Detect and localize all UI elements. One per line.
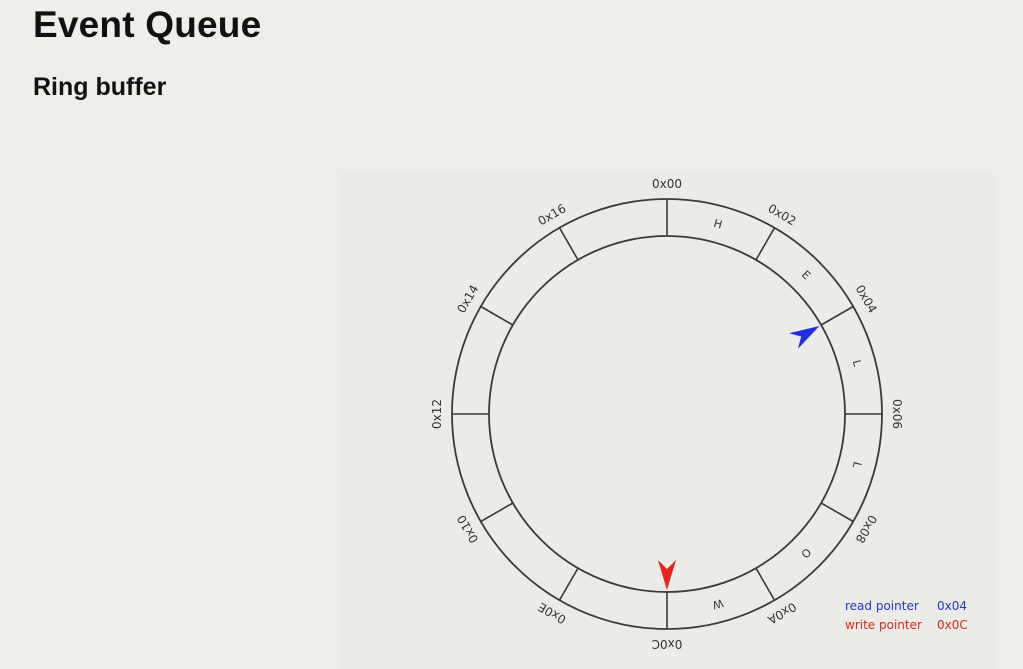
address-label: 0x08 <box>853 513 880 546</box>
ring-inner-circle <box>488 235 846 593</box>
pointer-legend: read pointer 0x04 write pointer 0x0C <box>845 597 968 635</box>
legend-read-label: read pointer <box>845 599 919 613</box>
legend-write-value: 0x0C <box>937 618 968 632</box>
slot-divider <box>755 567 776 601</box>
address-label: 0x00 <box>652 177 682 191</box>
address-label: 0x02 <box>766 201 799 228</box>
address-label: 0x10 <box>454 513 481 546</box>
legend-read-value: 0x04 <box>937 599 968 613</box>
slot-divider <box>558 567 579 601</box>
address-label: 0x0C <box>652 637 683 651</box>
slot-letter: L <box>850 358 864 368</box>
ring-outer-circle <box>451 198 883 630</box>
slot-letter: L <box>850 460 864 470</box>
read-pointer-arrow <box>788 326 820 349</box>
address-label: 0x16 <box>536 201 569 228</box>
address-label: 0x12 <box>430 399 444 429</box>
write-pointer-arrow <box>658 560 676 590</box>
address-label: 0x04 <box>853 283 880 316</box>
slot-letter: O <box>798 545 814 561</box>
address-label: 0x14 <box>454 283 481 316</box>
address-label: 0x0E <box>536 600 569 627</box>
address-label: 0x06 <box>890 399 904 429</box>
slot-letter: W <box>711 596 725 611</box>
legend-read-row: read pointer 0x04 <box>845 597 968 616</box>
slot-divider <box>820 502 854 523</box>
slot-divider <box>820 305 854 326</box>
slide-title: Event Queue <box>33 4 262 45</box>
legend-write-label: write pointer <box>845 618 922 632</box>
slot-divider <box>480 502 514 523</box>
legend-write-row: write pointer 0x0C <box>845 616 968 635</box>
slot-divider <box>480 305 514 326</box>
slot-letter: H <box>712 217 723 232</box>
slot-divider <box>755 227 776 261</box>
slot-letter: E <box>799 268 813 282</box>
slide-subtitle: Ring buffer <box>33 73 167 101</box>
slot-divider <box>558 227 579 261</box>
